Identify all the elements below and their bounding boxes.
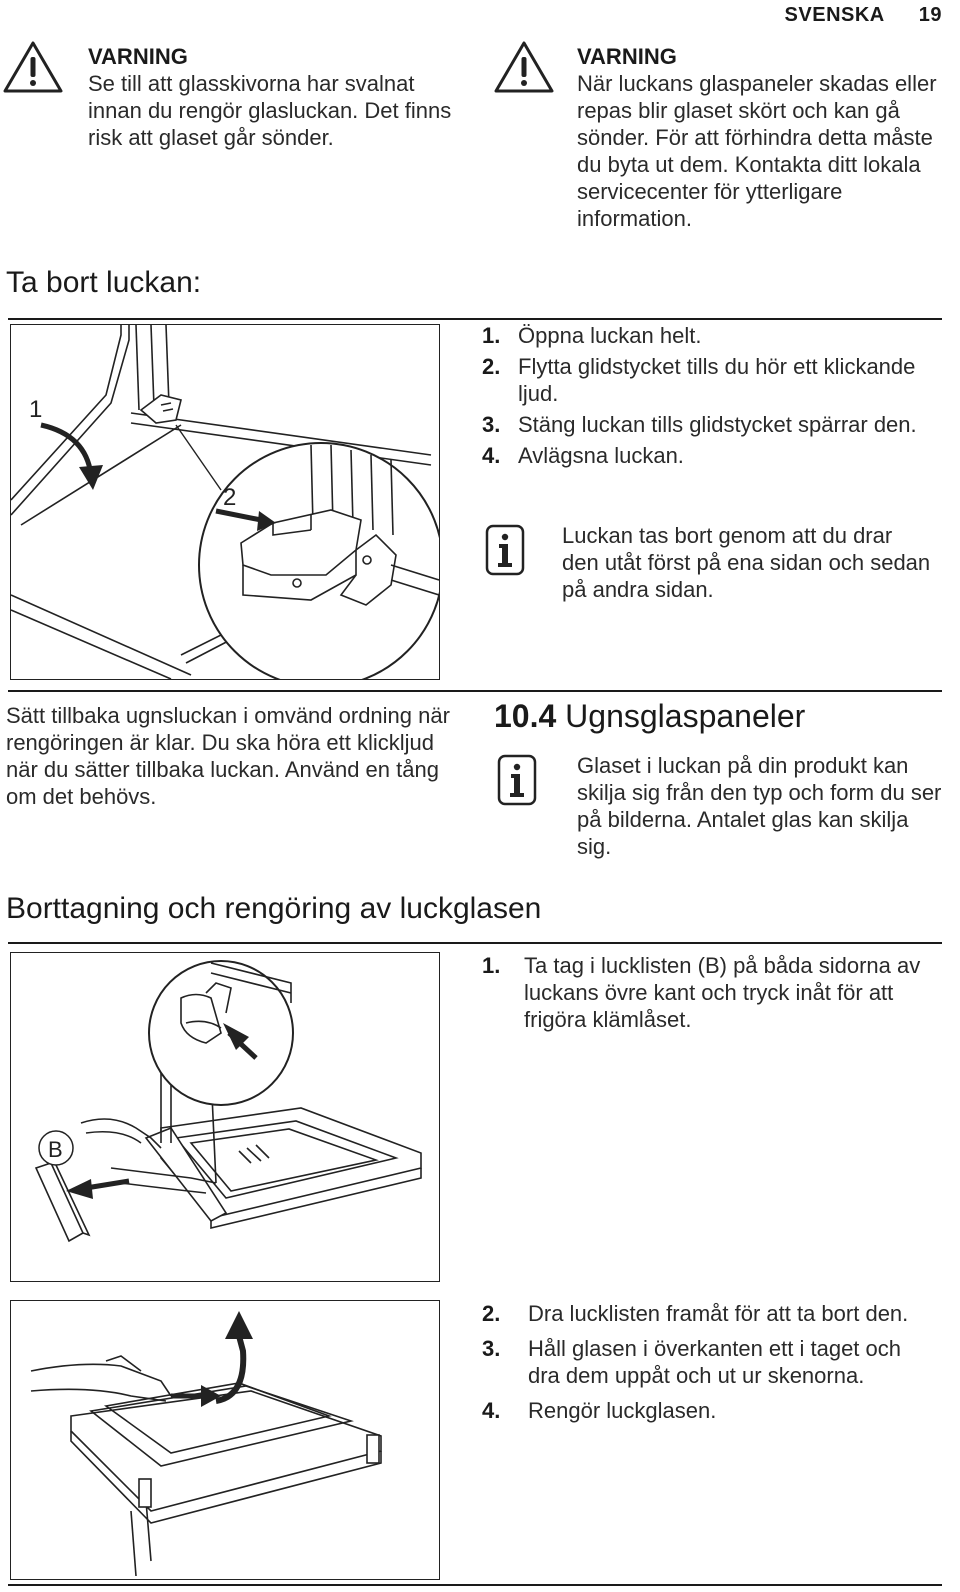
warning-icon bbox=[493, 40, 555, 99]
door-trim-illustration: B bbox=[34, 960, 422, 1243]
header-language: SVENSKA bbox=[784, 4, 885, 26]
section-title: 10.4 Ugnsglaspaneler bbox=[494, 698, 805, 735]
remove-door-info: Luckan tas bort genom att du drar den ut… bbox=[562, 523, 931, 602]
glass-steps-a: 1.Ta tag i lucklisten (B) på båda sidorn… bbox=[482, 952, 932, 1037]
list-item: 3.Stäng luckan tills glidstycket spärrar… bbox=[482, 412, 917, 437]
divider bbox=[8, 690, 942, 692]
figure-remove-door: 1 2 bbox=[10, 324, 440, 680]
divider bbox=[8, 1584, 942, 1586]
section-name: Ugnsglaspaneler bbox=[565, 698, 806, 734]
list-item: 1.Öppna luckan helt. bbox=[482, 323, 702, 348]
remove-door-heading: Ta bort luckan: bbox=[6, 266, 202, 299]
divider bbox=[8, 942, 942, 944]
glass-steps-b: 2.Dra lucklisten framåt för att ta bort … bbox=[482, 1300, 932, 1428]
figure-door-trim: B bbox=[10, 952, 440, 1282]
warning-icon bbox=[2, 40, 64, 99]
warning-text: När luckans glaspaneler skadas eller rep… bbox=[577, 71, 937, 231]
warning-title: VARNING bbox=[577, 44, 677, 69]
info-icon bbox=[497, 754, 537, 811]
figure-label-b: B bbox=[48, 1137, 63, 1162]
divider bbox=[8, 318, 942, 320]
warning-right: VARNING När luckans glaspaneler skadas e… bbox=[577, 44, 947, 232]
reinstall-text: Sätt tillbaka ugnsluckan i omvänd ordnin… bbox=[6, 703, 450, 809]
list-item: 1.Ta tag i lucklisten (B) på båda sidorn… bbox=[482, 953, 921, 1032]
list-item: 4.Avlägsna luckan. bbox=[482, 443, 684, 468]
list-item: 4.Rengör luckglasen. bbox=[482, 1398, 717, 1423]
figure-glass-removal bbox=[10, 1300, 440, 1580]
warning-left: VARNING Se till att glasskivorna har sva… bbox=[88, 44, 468, 151]
list-item: 2.Flytta glidstycket tills du hör ett kl… bbox=[482, 354, 916, 406]
list-item: 2.Dra lucklisten framåt för att ta bort … bbox=[482, 1301, 909, 1326]
warning-title: VARNING bbox=[88, 44, 188, 69]
section-number: 10.4 bbox=[494, 698, 557, 734]
section-info: Glaset i luckan på din produkt kan skilj… bbox=[577, 753, 942, 859]
page-number: 19 bbox=[918, 4, 942, 26]
warning-text: Se till att glasskivorna har svalnat inn… bbox=[88, 71, 452, 150]
list-item: 3.Håll glasen i överkanten ett i taget o… bbox=[482, 1336, 902, 1388]
figure-label-1: 1 bbox=[29, 396, 42, 423]
figure-label-2: 2 bbox=[223, 484, 236, 511]
oven-door-illustration: 1 2 bbox=[11, 325, 439, 679]
page-header: SVENSKA 19 bbox=[785, 4, 942, 27]
glass-cleaning-heading: Borttagning och rengöring av luckglasen bbox=[6, 892, 542, 925]
remove-door-steps: 1.Öppna luckan helt. 2.Flytta glidstycke… bbox=[482, 322, 922, 473]
info-icon bbox=[485, 524, 525, 581]
glass-removal-illustration bbox=[30, 1311, 382, 1577]
